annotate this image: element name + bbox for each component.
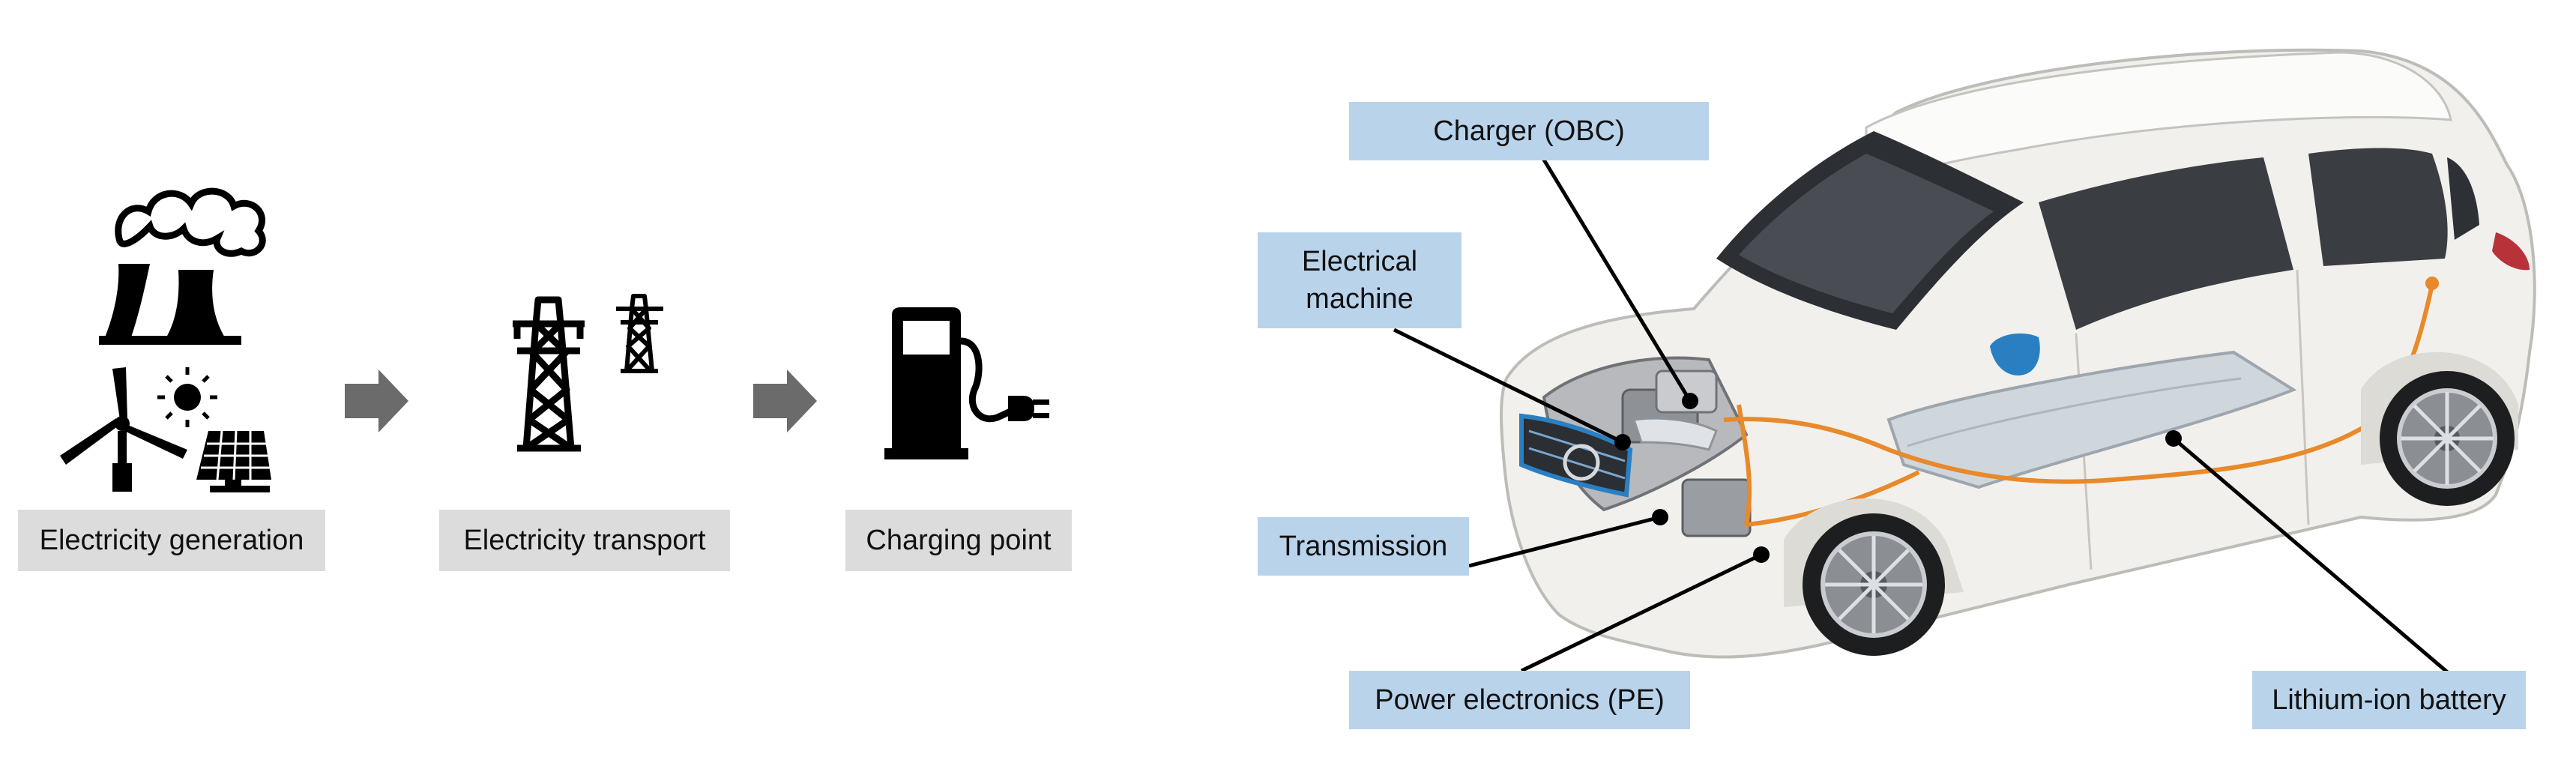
arrow-right-icon [753, 370, 817, 432]
transmission-label: Transmission [1258, 517, 1469, 576]
transmission-tower-icon [513, 296, 585, 452]
charger-obc-label: Charger (OBC) [1349, 102, 1709, 160]
charging-point-label: Charging point [845, 510, 1072, 571]
arrow-right-icon [345, 370, 408, 432]
charging-station-icon [884, 307, 1013, 459]
electricity-transport-label: Electricity transport [439, 510, 730, 571]
power-plant-icon [99, 187, 266, 345]
electric-car-illustration [1500, 48, 2536, 659]
sun-icon [157, 367, 217, 427]
electricity-generation-label: Electricity generation [18, 510, 325, 571]
leader-lines [1393, 152, 2456, 680]
solar-panel-icon [196, 430, 271, 492]
transmission-tower-icon [616, 294, 663, 373]
lithium-ion-battery-label: Lithium-ion battery [2252, 671, 2526, 729]
power-electronics-label: Power electronics (PE) [1349, 671, 1690, 729]
wind-turbine-icon [60, 367, 187, 492]
electrical-machine-label: Electrical machine [1258, 232, 1462, 328]
plug-icon [1008, 396, 1049, 421]
